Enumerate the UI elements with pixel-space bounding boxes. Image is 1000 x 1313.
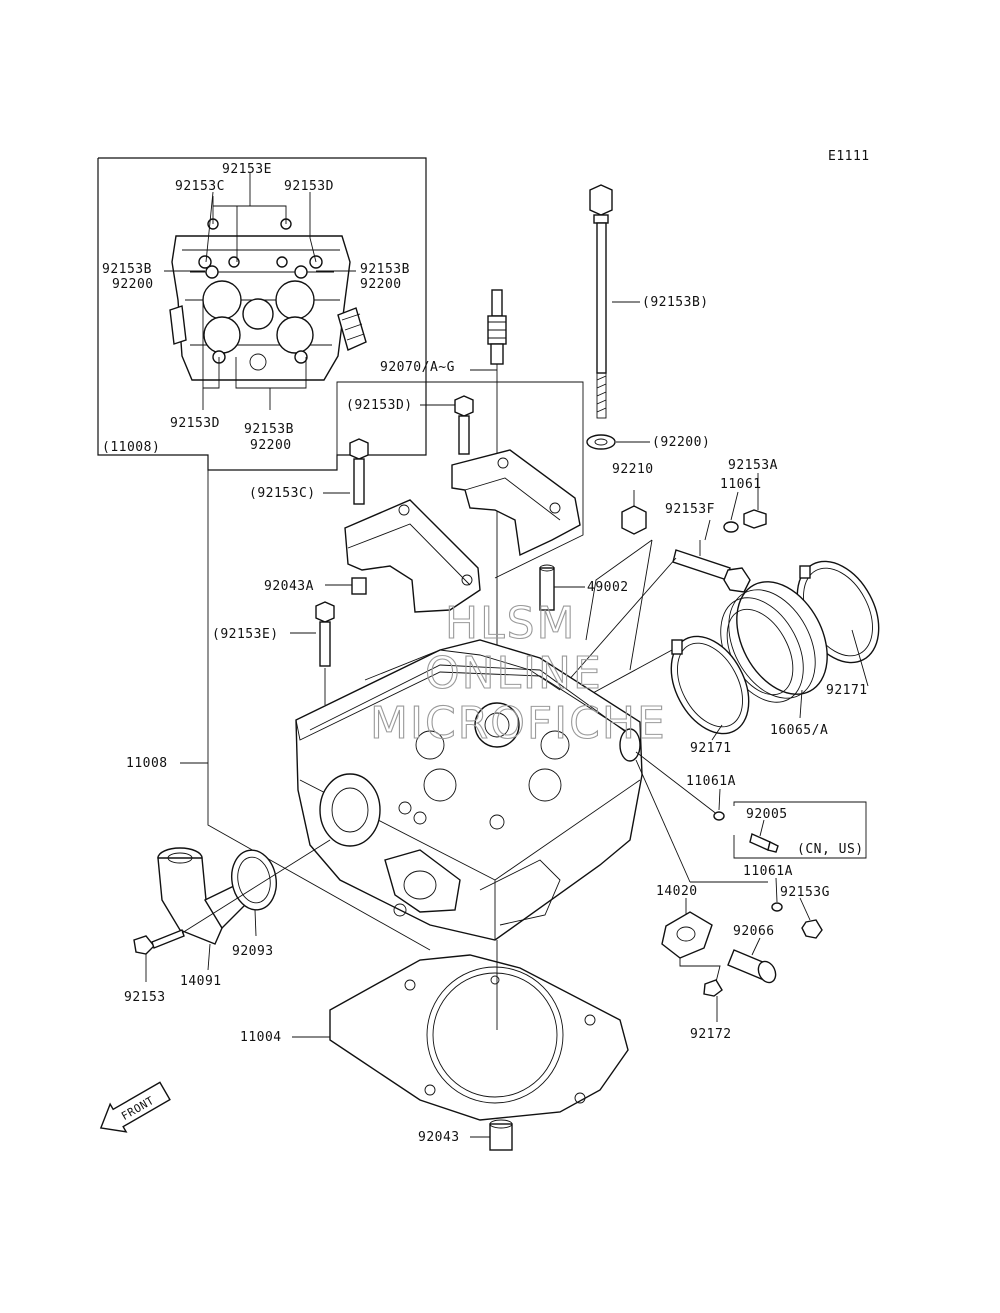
callout-92153E-paren: (92153E) (212, 627, 279, 642)
washer-92200 (586, 434, 616, 450)
bolt-92153D (454, 395, 474, 455)
cylinder-head-11008 (295, 639, 643, 941)
callout-11004: 11004 (240, 1030, 282, 1045)
inset-label-92200-right: 92200 (360, 277, 402, 292)
dowel-92043 (489, 1119, 513, 1151)
watermark-line-2: ONLINE (425, 648, 603, 699)
diagram-code: E1111 (828, 149, 870, 164)
clamp-92171-inner (670, 635, 750, 735)
cam-cap-rear (451, 449, 581, 557)
callout-11061A-top: 11061A (686, 774, 736, 789)
nut-92210 (621, 505, 647, 535)
inset-label-92153B-right: 92153B (360, 262, 410, 277)
spark-plug (487, 289, 507, 380)
bolt-92153A (743, 509, 767, 529)
callout-92200-paren: (92200) (652, 435, 710, 450)
inset-label-92153B-bottom: 92153B (244, 422, 294, 437)
callout-11061A-bottom: 11061A (743, 864, 793, 879)
callout-92153: 92153 (124, 990, 166, 1005)
inset-label-92153D-bottom: 92153D (170, 416, 220, 431)
inset-valve-1 (202, 280, 242, 320)
bolt-92153G (801, 919, 823, 939)
callout-92153G: 92153G (780, 885, 830, 900)
inset-box-label: (11008) (102, 440, 160, 455)
assembly-bracket-upper (336, 381, 584, 579)
inset-label-92153D-top: 92153D (284, 179, 334, 194)
inset-label-92153E: 92153E (222, 162, 272, 177)
inset-intake-stub (337, 307, 367, 351)
callout-11008: 11008 (126, 756, 168, 771)
callout-16065: 16065/A (770, 723, 828, 738)
callout-14020: 14020 (656, 884, 698, 899)
inset-valve-2 (275, 280, 315, 320)
callout-49002: 49002 (587, 580, 629, 595)
washer-11061A-top (713, 811, 725, 821)
cam-cap-front (344, 499, 481, 613)
callout-cn-us: (CN, US) (797, 842, 864, 857)
inset-label-92153B-left: 92153B (102, 262, 152, 277)
inset-label-92200-left: 92200 (112, 277, 154, 292)
callout-92093: 92093 (232, 944, 274, 959)
watermark: HLSM ONLINE MICROFICHE (369, 597, 667, 749)
stud-92153F (672, 549, 751, 593)
bolt-92153 (133, 929, 185, 955)
part-49002 (539, 564, 555, 611)
intake-boot-16065 (720, 581, 828, 703)
washer-11061A-bottom (771, 902, 783, 912)
callout-92153A: 92153A (728, 458, 778, 473)
inset-label-92200-bottom: 92200 (250, 438, 292, 453)
callout-92043: 92043 (418, 1130, 460, 1145)
callout-92171-mid: 92171 (690, 741, 732, 756)
callout-92153B-paren: (92153B) (642, 295, 709, 310)
inset-valve-3 (203, 316, 241, 354)
callout-92066: 92066 (733, 924, 775, 939)
inset-label-92153C: 92153C (175, 179, 225, 194)
bolt-92153C (349, 438, 369, 505)
callout-92153F: 92153F (665, 502, 715, 517)
callout-92005: 92005 (746, 807, 788, 822)
dowel-92043A (351, 577, 367, 595)
inset-top-view: 92153E 92153C 92153D 92153B 92200 92153B… (97, 157, 427, 471)
callout-92210: 92210 (612, 462, 654, 477)
plug-92066 (727, 949, 777, 984)
front-direction-arrow: FRONT (99, 1081, 171, 1133)
callout-92172: 92172 (690, 1027, 732, 1042)
inset-plug-hole (242, 298, 274, 330)
washer-11061 (723, 521, 739, 533)
callout-92171-right: 92171 (826, 683, 868, 698)
inset-valve-4 (276, 316, 314, 354)
callout-92043A: 92043A (264, 579, 314, 594)
fitting-14091 (157, 847, 247, 945)
callout-92153D-paren: (92153D) (346, 398, 413, 413)
screw-92172 (703, 979, 723, 997)
watermark-line-1: HLSM (445, 598, 577, 649)
bracket-92005 (733, 801, 867, 859)
head-gasket-11004 (329, 954, 629, 1121)
watermark-line-3: MICROFICHE (370, 698, 667, 749)
callout-92070: 92070/A~G (380, 360, 455, 375)
plate-14020 (661, 911, 713, 959)
callout-14091: 14091 (180, 974, 222, 989)
bolt-92153E (315, 601, 335, 667)
assembly-bracket-11008 (207, 470, 431, 951)
long-head-bolt (589, 184, 613, 419)
callout-92153C-paren: (92153C) (249, 486, 316, 501)
fitting-92005 (749, 833, 779, 853)
callout-11061: 11061 (720, 477, 762, 492)
